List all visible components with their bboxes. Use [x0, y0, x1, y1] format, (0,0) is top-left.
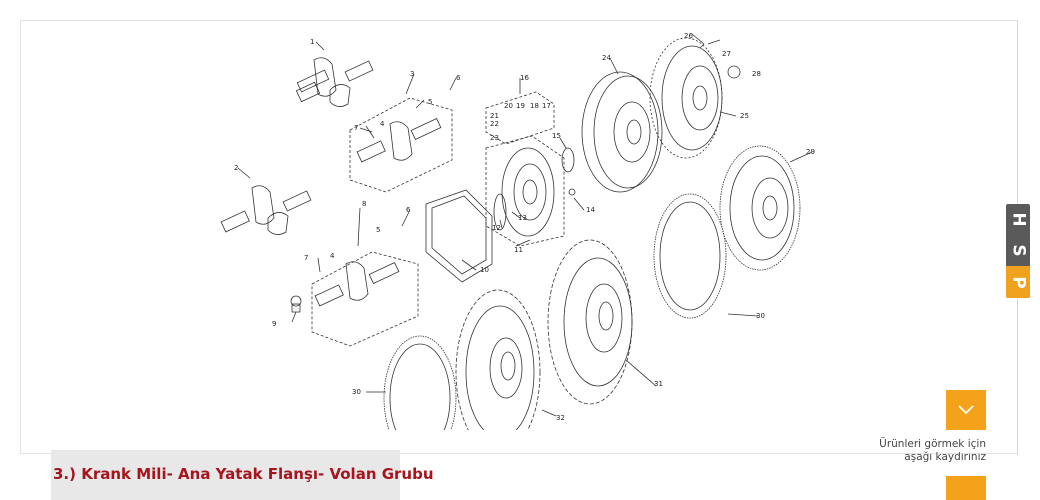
crankshaft-part-2 [220, 185, 312, 235]
part-label: 28 [752, 70, 761, 78]
part-label: 14 [586, 206, 595, 214]
brand-divider [1017, 300, 1018, 455]
part-label: 4 [330, 252, 335, 260]
part-label: 13 [518, 214, 527, 222]
part-label: 22 [490, 120, 499, 128]
scroll-down-button[interactable] [946, 390, 986, 430]
chevron-down-icon [958, 405, 974, 415]
part-label: 8 [362, 200, 366, 208]
part-label: 5 [428, 98, 432, 106]
part-label: 21 [490, 112, 499, 120]
crankshaft-part-8 [314, 261, 400, 307]
part-label: 11 [514, 246, 523, 254]
diagram-frame [20, 20, 1018, 454]
part-label: 31 [654, 380, 663, 388]
part-number-labels: 1 2 3 4 5 6 7 8 4 5 6 7 9 10 11 12 13 14… [234, 32, 815, 422]
part-label: 15 [552, 132, 561, 140]
part-label: 32 [556, 414, 565, 422]
part-label: 20 [504, 102, 513, 110]
brand-tab-accent [1006, 266, 1030, 298]
part-label: 23 [490, 134, 499, 142]
exploded-parts-diagram: 1 2 3 4 5 6 7 8 4 5 6 7 9 10 11 12 13 14… [220, 32, 815, 430]
part-label: 30 [756, 312, 765, 320]
part-label: 29 [806, 148, 815, 156]
part-label: 16 [520, 74, 529, 82]
crankshaft-part-3 [356, 118, 442, 163]
part-label: 1 [310, 38, 314, 46]
part-label: 2 [234, 164, 238, 172]
part-label: 25 [740, 112, 749, 120]
part-label: 6 [456, 74, 461, 82]
crankshaft-part-1 [295, 57, 374, 107]
brand-logo: H S P [1006, 204, 1030, 298]
part-label: 4 [380, 120, 385, 128]
part-label: 10 [480, 266, 489, 274]
part-label: 17 [542, 102, 551, 110]
part-label: 19 [516, 102, 525, 110]
part-label: 30 [352, 388, 361, 396]
part-label: 26 [684, 32, 693, 40]
brand-letter: S [1008, 244, 1029, 258]
section-title: 3.) Krank Mili- Ana Yatak Flanşı- Volan … [53, 465, 434, 483]
scroll-hint-line: aşağı kaydırınız [904, 451, 986, 463]
brand-letter: H [1008, 212, 1029, 227]
brand-letter: P [1008, 276, 1029, 289]
part-label: 7 [304, 254, 308, 262]
scroll-hint: Ürünleri görmek için aşağı kaydırınız [860, 438, 986, 464]
part-label: 5 [376, 226, 380, 234]
part-label: 18 [530, 102, 539, 110]
part-label: 3 [410, 70, 414, 78]
part-label: 6 [406, 206, 411, 214]
part-label: 9 [272, 320, 276, 328]
next-button[interactable] [946, 476, 986, 500]
part-label: 27 [722, 50, 731, 58]
part-label: 12 [492, 224, 501, 232]
section-caption: 3.) Krank Mili- Ana Yatak Flanşı- Volan … [51, 450, 434, 500]
part-label: 7 [354, 124, 358, 132]
scroll-hint-line: Ürünleri görmek için [879, 438, 986, 450]
brand-tab[interactable]: H S P [1006, 204, 1030, 298]
part-label: 24 [602, 54, 611, 62]
brand-divider [1017, 20, 1018, 202]
